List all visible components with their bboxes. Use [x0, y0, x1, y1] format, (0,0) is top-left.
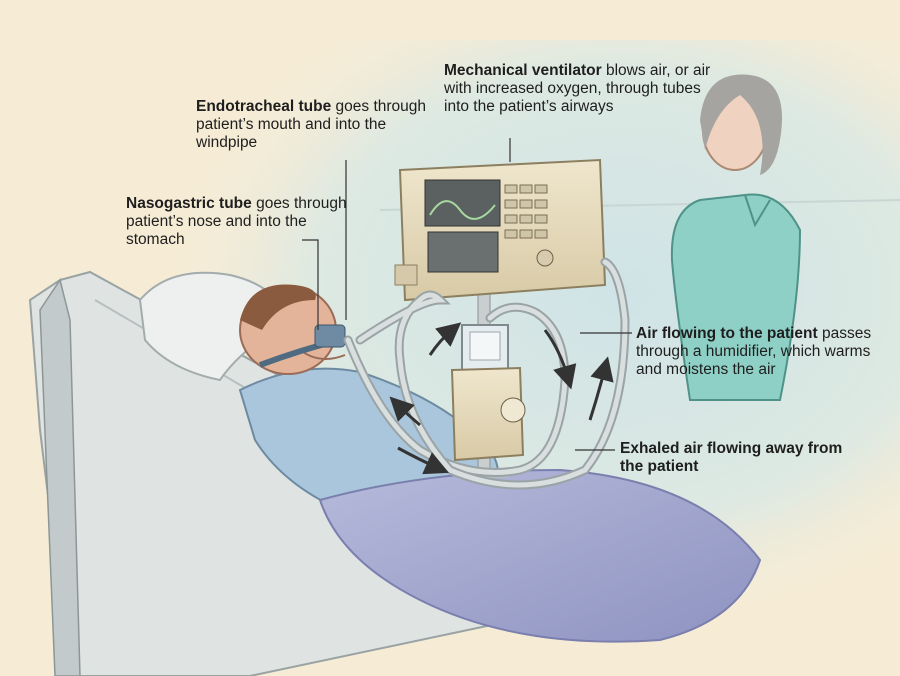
- ventilator-tubing: [343, 257, 630, 490]
- label-airflow-text: passes through a humidifier, which warms…: [636, 325, 872, 378]
- label-nasogastric-tube: Nasogastric tube goes through patient’s …: [126, 195, 356, 249]
- ventilator-monitor: [394, 158, 607, 302]
- label-endotracheal-title: Endotracheal tube: [196, 98, 332, 115]
- label-mechanical-ventilator: Mechanical ventilator blows air, or air …: [444, 62, 714, 116]
- flow-arrows: [389, 322, 614, 475]
- arrow-exhaled-up: [588, 356, 614, 421]
- control-buttons: [504, 184, 548, 239]
- patient-head: [239, 284, 346, 375]
- label-nasogastric-title: Nasogastric tube: [126, 195, 252, 212]
- leader-nasogastric: [302, 239, 319, 330]
- arrow-down-humidifier: [543, 329, 577, 390]
- label-nasogastric-text: goes through patient’s nose and into the…: [126, 195, 347, 248]
- arrow-to-humidifier: [428, 322, 462, 356]
- label-exhaled-title: Exhaled air flowing away from the patien…: [620, 440, 843, 475]
- humidifier: [450, 324, 526, 462]
- label-endotracheal-tube: Endotracheal tube goes through patient’s…: [196, 98, 426, 152]
- nurse: [670, 74, 802, 401]
- arrow-away-patient: [397, 446, 449, 475]
- label-airflow-title: Air flowing to the patient: [636, 325, 818, 342]
- label-ventilator-title: Mechanical ventilator: [444, 62, 602, 79]
- label-exhaled-air: Exhaled air flowing away from the patien…: [620, 440, 860, 476]
- leader-lines: [302, 138, 632, 451]
- label-endotracheal-text: goes through patient’s mouth and into th…: [196, 98, 427, 151]
- label-air-to-patient: Air flowing to the patient passes throug…: [636, 325, 886, 379]
- label-ventilator-text: blows air, or air with increased oxygen,…: [444, 62, 711, 115]
- arrow-to-patient: [389, 396, 421, 427]
